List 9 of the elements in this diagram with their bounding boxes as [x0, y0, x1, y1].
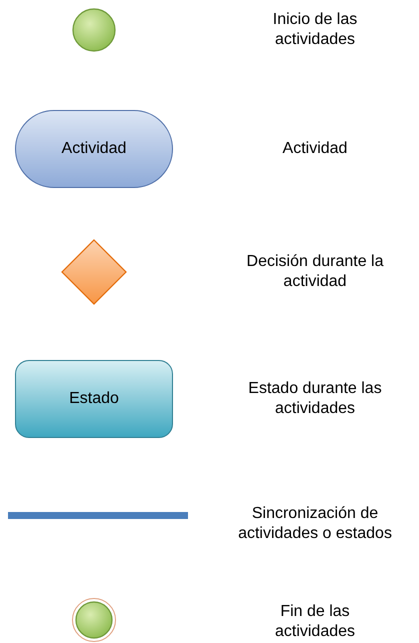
symbol-description: Inicio de las actividades: [272, 10, 358, 50]
symbol-description: Sincronización de actividades o estados: [237, 504, 393, 544]
symbol-description: Actividad: [282, 139, 348, 159]
node-label: Actividad: [62, 140, 126, 158]
symbol-description: Fin de las actividades: [274, 602, 356, 642]
state-box: [15, 360, 173, 438]
node-label: Estado: [69, 390, 119, 408]
symbol-description: Decisión durante la actividad: [246, 252, 384, 292]
symbol-description: Estado durante las actividades: [247, 379, 383, 419]
